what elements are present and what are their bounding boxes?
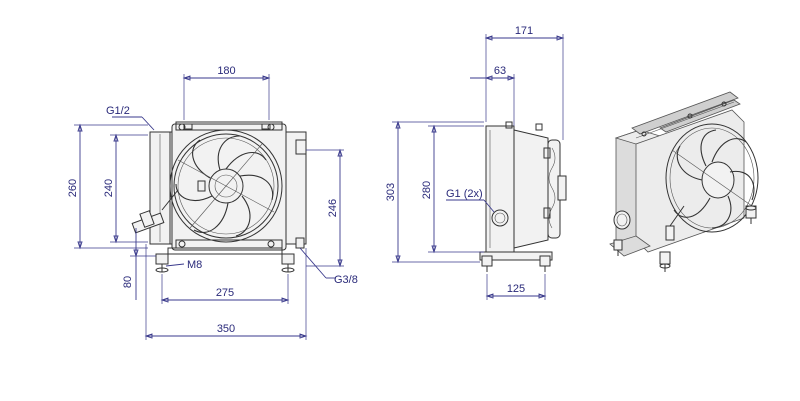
side-core bbox=[485, 125, 515, 253]
isometric-view bbox=[609, 91, 759, 272]
dim-260: 260 bbox=[67, 179, 79, 197]
dim-125: 125 bbox=[507, 283, 525, 295]
dim-180: 180 bbox=[217, 65, 235, 77]
callout-g12: G1/2 bbox=[106, 105, 130, 117]
side-shroud bbox=[513, 129, 549, 249]
callout-g1-2x: G1 (2x) bbox=[446, 188, 483, 200]
iso-feet bbox=[609, 205, 757, 272]
dim-240: 240 bbox=[103, 179, 115, 197]
dim-63: 63 bbox=[494, 65, 506, 77]
dim-80: 80 bbox=[122, 276, 134, 288]
front-feet bbox=[155, 247, 295, 273]
front-right-port bbox=[295, 139, 307, 155]
side-base bbox=[479, 251, 553, 261]
front-view: 180 260 240 246 80 275 35 bbox=[67, 65, 358, 340]
iso-cable-gland bbox=[665, 225, 675, 241]
side-view: 171 63 303 280 G1 (2x) 125 bbox=[385, 25, 567, 300]
front-port-g38 bbox=[295, 237, 305, 249]
callout-g38: G3/8 bbox=[334, 274, 358, 286]
callout-m8: M8 bbox=[187, 259, 202, 271]
front-fan bbox=[169, 129, 283, 243]
side-port-g1 bbox=[491, 209, 509, 227]
dim-350: 350 bbox=[217, 323, 235, 335]
dim-171: 171 bbox=[515, 25, 533, 37]
iso-top-rail bbox=[631, 91, 739, 135]
dim-280: 280 bbox=[421, 181, 433, 199]
iso-port bbox=[613, 210, 631, 230]
dim-246: 246 bbox=[327, 199, 339, 217]
dim-275: 275 bbox=[216, 287, 234, 299]
front-cable-gland bbox=[131, 189, 179, 234]
dim-303: 303 bbox=[385, 183, 397, 201]
iso-fan bbox=[665, 123, 759, 233]
